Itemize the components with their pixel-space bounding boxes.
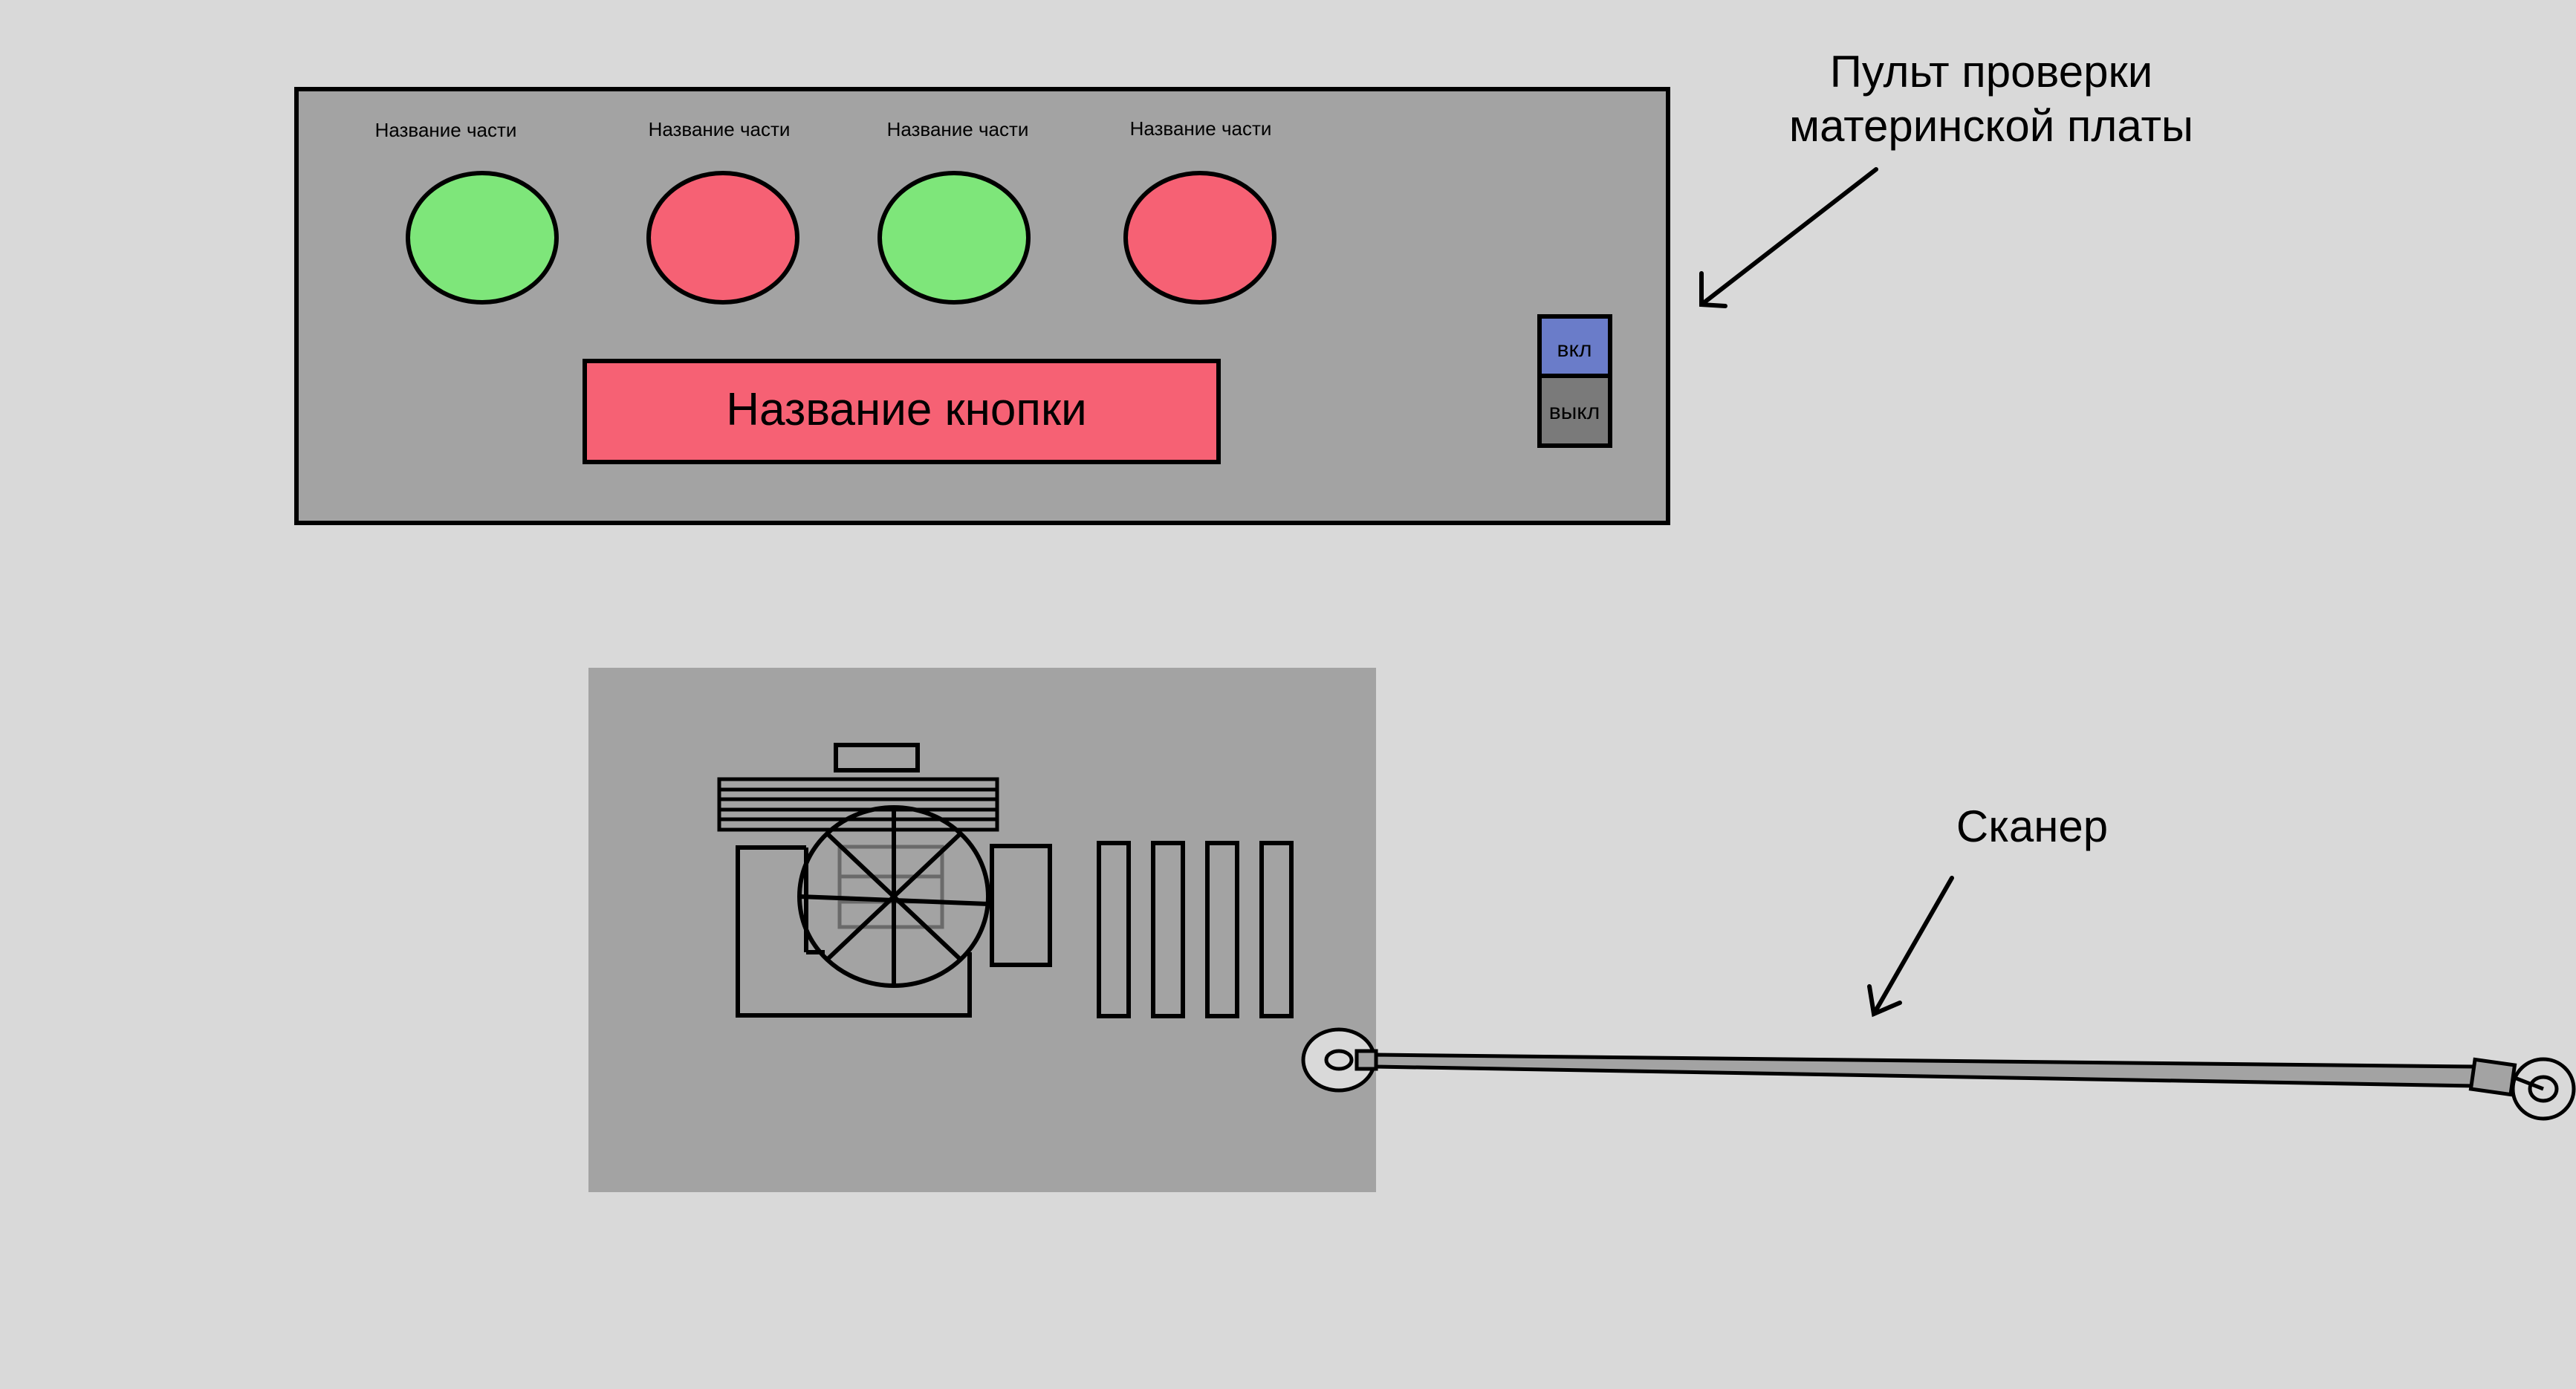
console-caption-line1: Пульт проверки xyxy=(1830,47,2152,97)
indicator-label-3: Название части xyxy=(887,118,1029,140)
main-action-button-label: Название кнопки xyxy=(726,384,1086,435)
heatsink-icon xyxy=(717,777,999,832)
scanner-caption: Сканер xyxy=(1956,801,2108,851)
ram-slot-icon xyxy=(1097,841,1131,1018)
motherboard xyxy=(588,668,1378,1192)
indicator-lamp-2 xyxy=(646,171,799,305)
indicator-label-4: Название части xyxy=(1130,117,1272,140)
power-switch-off-label: выкл xyxy=(1549,400,1600,424)
indicator-lamp-1 xyxy=(406,171,559,305)
power-switch-off[interactable] xyxy=(1537,374,1612,448)
indicator-label-1: Название части xyxy=(375,119,517,141)
cpu-fan-icon xyxy=(797,805,990,988)
indicator-lamp-4 xyxy=(1123,171,1276,305)
main-action-button-body[interactable] xyxy=(583,359,1221,464)
scanner-head-icon xyxy=(2511,1057,2576,1121)
ram-slot-icon xyxy=(1205,841,1239,1018)
ram-slot-icon xyxy=(1151,841,1185,1018)
top-connector xyxy=(834,743,920,772)
side-chip xyxy=(990,844,1052,967)
ram-slots xyxy=(1097,841,1294,1018)
ram-slot-icon xyxy=(1259,841,1294,1018)
console-caption-line2: материнской платы xyxy=(1789,101,2193,151)
scanner-cable xyxy=(1374,1053,2476,1088)
power-switch-on-label: вкл xyxy=(1557,337,1592,362)
test-console: Название части Название части Название ч… xyxy=(294,87,1670,525)
scanner-pointer-arrow xyxy=(1867,876,1954,1018)
indicator-lamp-3 xyxy=(877,171,1031,305)
scanner xyxy=(1374,1053,2576,1121)
power-switch[interactable]: вкл выкл xyxy=(1537,314,1612,448)
scanner-plug xyxy=(2468,1057,2517,1097)
scanner-connector-icon xyxy=(1301,1027,1378,1093)
console-pointer-arrow xyxy=(1699,167,1878,308)
indicator-label-2: Название части xyxy=(649,118,791,140)
main-action-button[interactable]: Название кнопки xyxy=(583,359,1221,464)
